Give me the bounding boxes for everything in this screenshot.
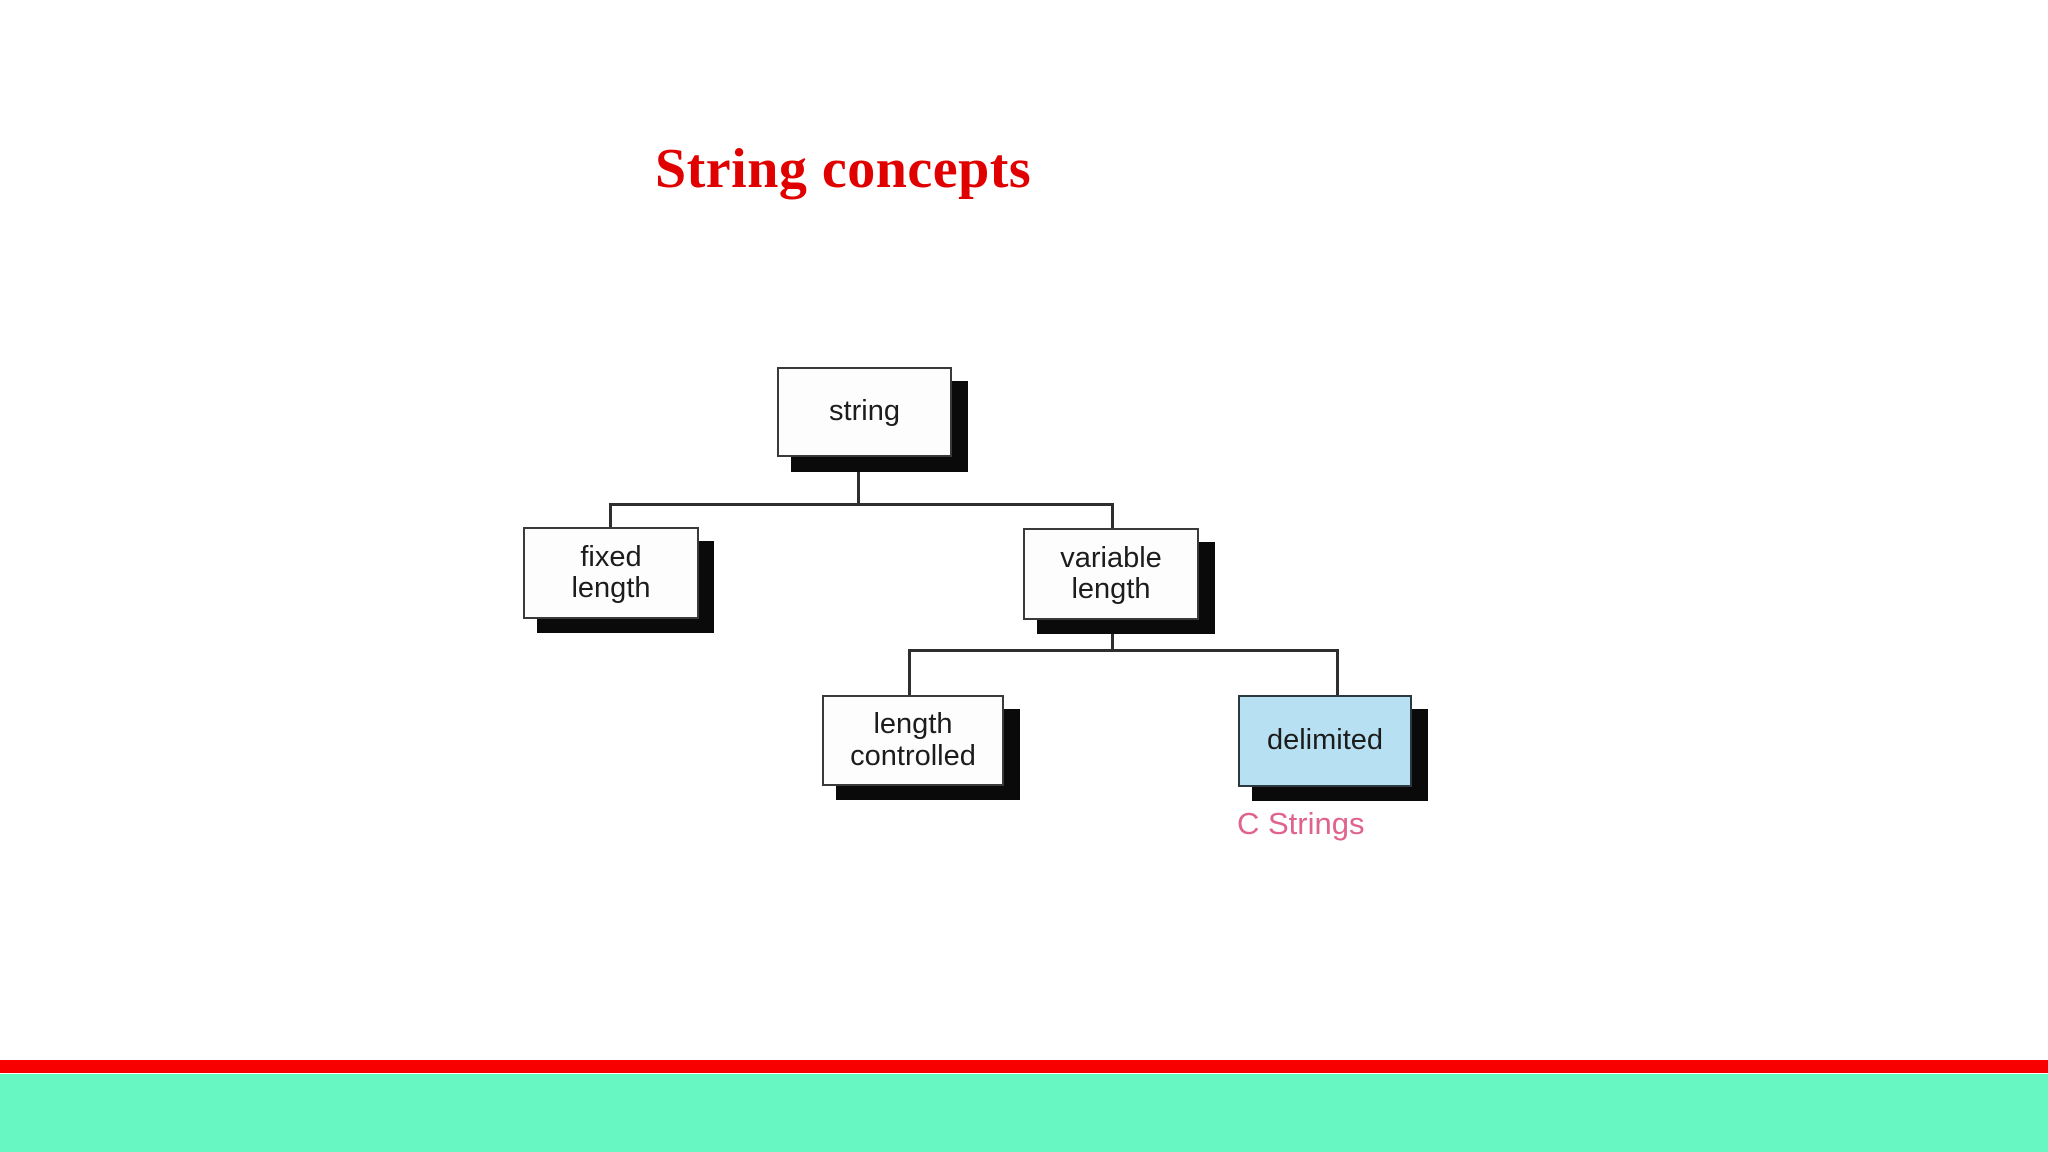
connector-to-fixed-length [609, 503, 612, 528]
node-fixed-length[interactable]: fixed length [523, 527, 699, 619]
connector-string-stem [857, 472, 860, 505]
connector-variable-length-stem [1111, 620, 1114, 651]
connector-to-length-controlled [908, 649, 911, 695]
node-variable-length-label: variable length [1060, 541, 1162, 605]
node-fixed-length-label: fixed length [571, 540, 651, 604]
footer-red-bar [0, 1060, 2048, 1073]
node-string[interactable]: string [777, 367, 952, 457]
page-title: String concepts [655, 138, 1032, 200]
node-string-label: string [829, 395, 900, 428]
node-delimited-label: delimited [1266, 724, 1384, 757]
footer-green-band [0, 1074, 2048, 1152]
connector-level2-bus [908, 649, 1339, 652]
node-length-controlled[interactable]: length controlled [822, 695, 1004, 786]
connector-to-variable-length [1111, 503, 1114, 528]
connector-to-delimited [1336, 649, 1339, 695]
node-delimited[interactable]: delimited [1238, 695, 1412, 787]
annotation-c-strings: C Strings [1237, 806, 1365, 841]
connector-level1-bus [609, 503, 1114, 506]
node-length-controlled-label: length controlled [850, 708, 976, 772]
node-variable-length[interactable]: variable length [1023, 528, 1199, 620]
